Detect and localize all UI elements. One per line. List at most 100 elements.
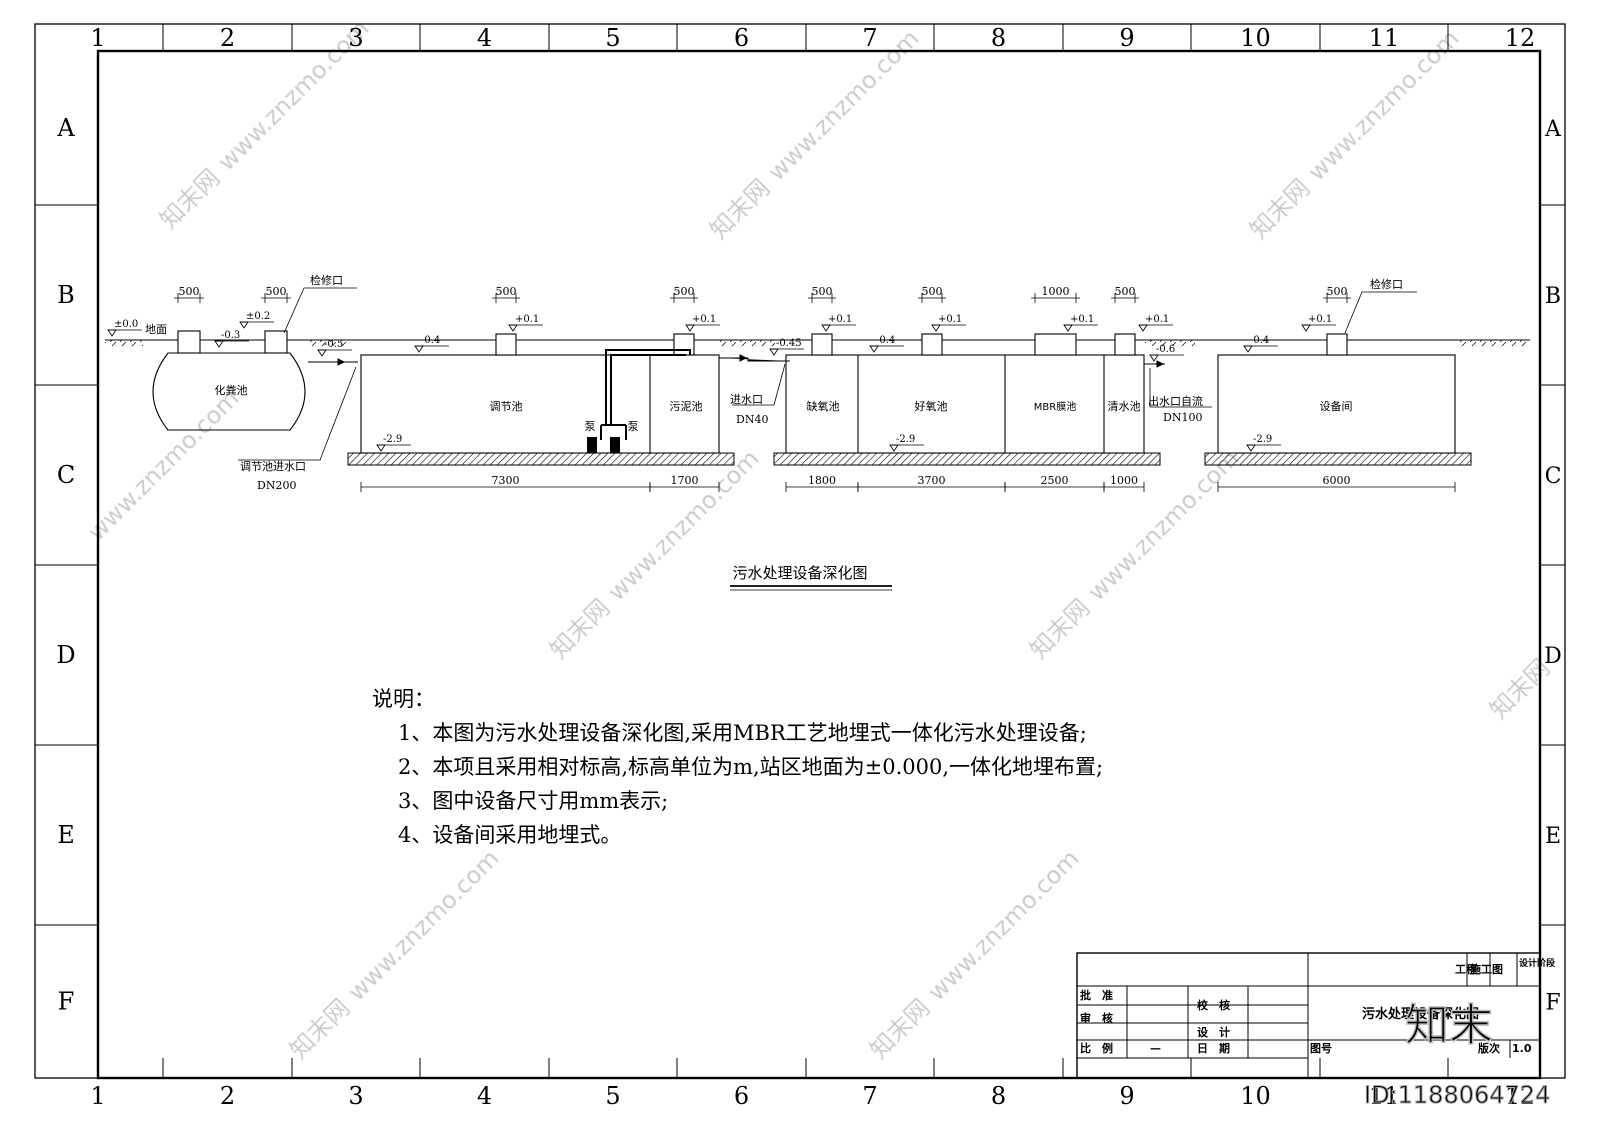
- bottom-dimension-value: 1800: [808, 474, 836, 487]
- elevation-value: ±0.0: [114, 319, 138, 330]
- top-dimension-value: 500: [1327, 285, 1348, 298]
- watermark-site: www.znzmo.com: [762, 24, 924, 186]
- elevation-value: -0.3: [221, 330, 240, 341]
- elevation-value: ±0.2: [246, 311, 270, 322]
- elevation-value: -0.4: [421, 335, 440, 346]
- row-ref-right: D: [1544, 644, 1562, 669]
- bottom-dimension-value: 3700: [918, 474, 946, 487]
- foundation-slab-2: [773, 452, 1161, 466]
- elevation-marker-aerobic-top: +0.1: [931, 314, 966, 332]
- watermark-site: www.znzmo.com: [82, 384, 244, 546]
- elevation-value: -0.4: [876, 335, 895, 346]
- row-ref-left: D: [56, 641, 75, 669]
- tb-scale: 比 例: [1080, 1041, 1113, 1055]
- elevation-value: +0.1: [1070, 314, 1094, 325]
- watermark-logo: 知末: [1405, 1000, 1493, 1051]
- elevation-value: -2.9: [896, 434, 915, 445]
- drawing-frame: [34, 23, 1566, 1080]
- title-block-text: 工程 施工图 设计阶段 批 准 审 核 比 例 — 校 核 设 计 日 期 污水…: [1080, 957, 1556, 1055]
- tb-scale-value: —: [1150, 1042, 1161, 1055]
- column-ref-top: 5: [605, 24, 620, 52]
- watermark-brand: 知末网: [1484, 654, 1555, 725]
- top-dimension: [918, 293, 946, 303]
- elevation-value: +0.1: [938, 314, 962, 325]
- column-ref-top: 10: [1240, 24, 1271, 52]
- elevation-value: -2.9: [383, 434, 402, 445]
- pump-riser-pipes: [600, 349, 691, 440]
- watermark-brand: 知末网: [284, 994, 355, 1065]
- elevation-value: -0.4: [1250, 335, 1269, 346]
- notes-block: 说明： 1、本图为污水处理设备深化图,采用MBR工艺地埋式一体化污水处理设备; …: [372, 687, 1103, 847]
- row-ref-left: F: [58, 988, 75, 1016]
- pump-label-left: 泵: [585, 420, 596, 433]
- top-dimension: [670, 293, 698, 303]
- bottom-dimension: [1103, 482, 1145, 492]
- tb-version-value: 1.0: [1512, 1042, 1532, 1055]
- row-ref-left: C: [57, 461, 75, 489]
- row-ref-right: F: [1545, 991, 1560, 1016]
- note-item-3: 3、图中设备尺寸用mm表示;: [398, 789, 668, 813]
- watermark-site: www.znzmo.com: [1082, 444, 1244, 606]
- elevation-value: +0.1: [1308, 314, 1332, 325]
- column-ref-bottom: 4: [477, 1082, 492, 1110]
- tb-check: 校 核: [1197, 998, 1230, 1012]
- row-ref-right: E: [1545, 824, 1561, 849]
- tank-label-aerobic: 好氧池: [915, 399, 948, 413]
- elevation-marker-equip-top: +0.1: [1301, 314, 1336, 332]
- elevation-value: -0.45: [776, 338, 802, 349]
- watermark-brand: 知末网: [704, 174, 775, 245]
- watermark-brand: 知末网: [154, 164, 225, 235]
- elevation-marker-inlet-pipe: -0.5: [317, 339, 352, 357]
- elevation-marker-sludge-top: +0.1: [685, 314, 720, 332]
- elevation-marker-equip-bottom: -2.9: [1246, 434, 1281, 452]
- elevation-marker-aerobic-water: -0.4: [869, 335, 904, 353]
- elevation-marker-outlet: -0.6: [1149, 344, 1184, 362]
- row-ref-left: B: [57, 281, 75, 309]
- top-dimension: [261, 293, 291, 303]
- bottom-dimension-value: 2500: [1041, 474, 1069, 487]
- tank-label-regulating: 调节池: [490, 400, 523, 413]
- outlet-label: 出水口自流: [1148, 394, 1203, 408]
- column-ref-top: 6: [734, 24, 749, 52]
- watermark-site: www.znzmo.com: [342, 844, 504, 1006]
- outlet-dn: DN100: [1163, 411, 1202, 424]
- elevation-value: +0.1: [828, 314, 852, 325]
- elevation-marker-equip-water: -0.4: [1243, 335, 1278, 353]
- watermark-brand: 知末网: [544, 594, 615, 665]
- watermark-site: www.znzmo.com: [212, 14, 374, 176]
- elevation-marker-reg-water: -0.4: [414, 335, 449, 353]
- septic-tank: [152, 330, 306, 431]
- tb-stage-label: 设计阶段: [1519, 957, 1556, 969]
- column-ref-bottom: 7: [862, 1082, 877, 1110]
- top-dimension-value: 500: [922, 285, 943, 298]
- row-ref-left: A: [56, 114, 75, 142]
- column-ref-bottom: 10: [1240, 1082, 1271, 1110]
- foundation-slab-1: [347, 452, 735, 466]
- foundation-slab-3: [1204, 452, 1472, 466]
- elevation-value: -2.9: [1253, 434, 1272, 445]
- watermark-brand: 知末网: [864, 994, 935, 1065]
- column-ref-top: 2: [220, 24, 235, 52]
- top-dimension-value: 1000: [1042, 285, 1070, 298]
- bottom-dimension-value: 7300: [492, 474, 520, 487]
- bottom-dimension-value: 1000: [1110, 474, 1138, 487]
- top-dimension: [1323, 293, 1351, 303]
- elevation-value: -0.6: [1156, 344, 1175, 355]
- note-item-2: 2、本项且采用相对标高,标高单位为m,站区地面为±0.000,一体化地埋布置;: [398, 755, 1103, 779]
- bottom-dimension-value: 6000: [1323, 474, 1351, 487]
- top-dimension: [174, 293, 204, 303]
- tank-block-2: [785, 333, 1145, 454]
- tank-label-clear: 清水池: [1108, 400, 1141, 413]
- note-item-4: 4、设备间采用地埋式。: [398, 823, 621, 847]
- note-item-1: 1、本图为污水处理设备深化图,采用MBR工艺地埋式一体化污水处理设备;: [398, 721, 1087, 745]
- column-ref-bottom: 1: [90, 1082, 105, 1110]
- drawing-title: 污水处理设备深化图: [732, 564, 867, 582]
- inspection-port-label-right: 检修口: [1370, 277, 1403, 291]
- top-dimension: [1031, 293, 1080, 303]
- elevation-marker-reg-bottom: -2.9: [376, 434, 411, 452]
- column-ref-top: 7: [862, 24, 877, 52]
- top-dimension-value: 500: [1115, 285, 1136, 298]
